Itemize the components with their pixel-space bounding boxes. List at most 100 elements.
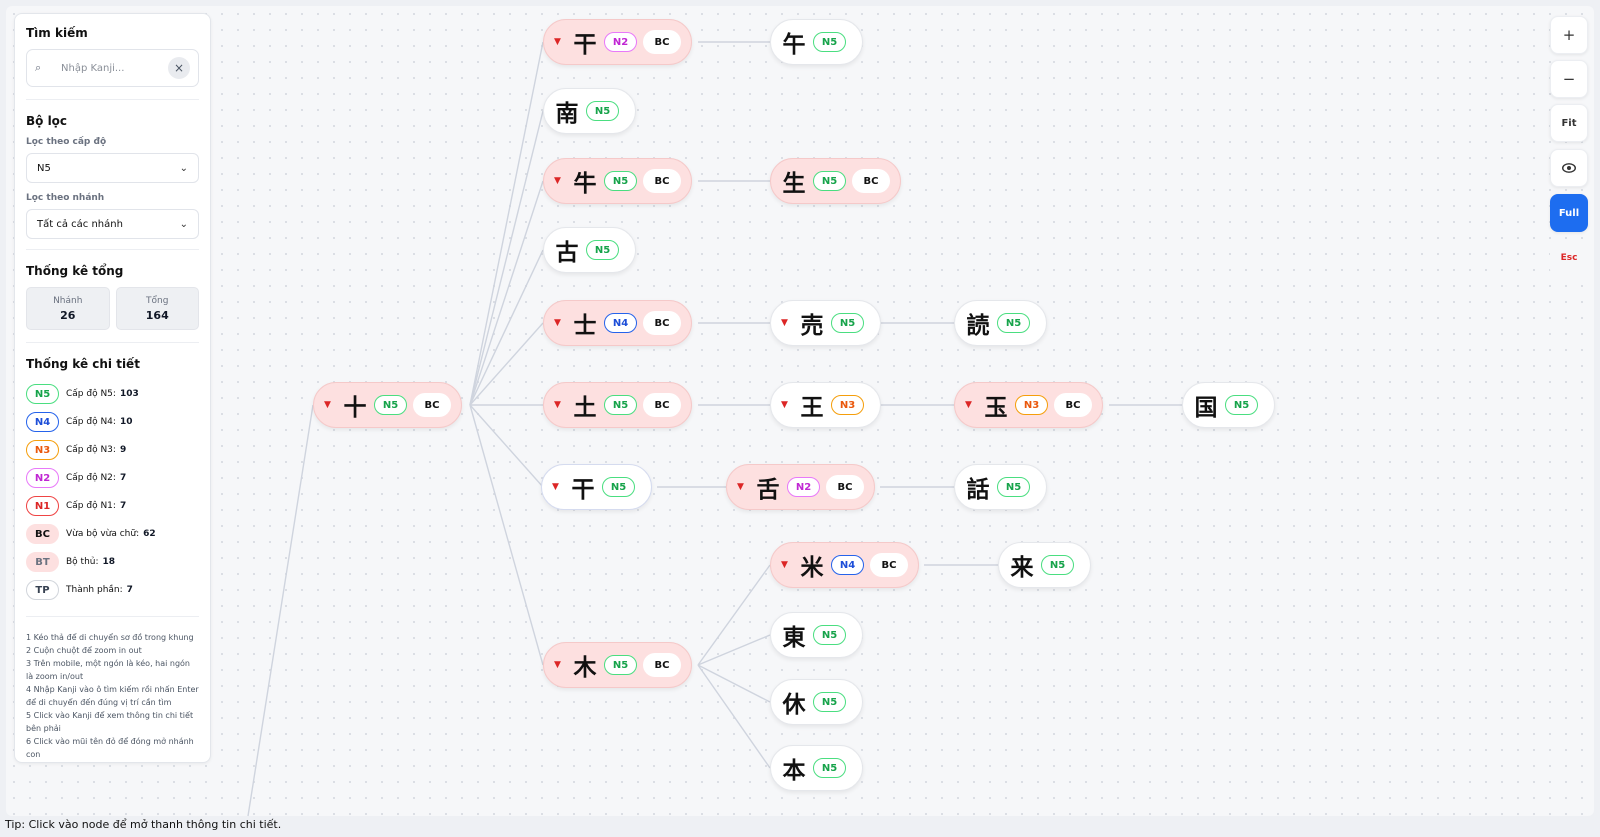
branch-filter-select[interactable]: Tất cả các nhánh ⌄ (26, 209, 199, 239)
kanji-char: 干 (571, 477, 595, 503)
bc-badge: BC (643, 169, 681, 193)
toggle-branch-icon[interactable]: ▼ (781, 400, 788, 410)
bc-badge: BC (826, 475, 864, 499)
level-badge: N5 (374, 395, 407, 415)
toggle-branch-icon[interactable]: ▼ (781, 560, 788, 570)
kanji-char: 土 (573, 395, 597, 421)
level-badge: N5 (997, 313, 1030, 333)
bc-badge: BC (643, 653, 681, 677)
toggle-branch-icon[interactable]: ▼ (324, 400, 331, 410)
detail-value: 18 (102, 557, 116, 567)
level-badge: N5 (997, 477, 1030, 497)
level-badge: N5 (831, 313, 864, 333)
level-badge: N2 (787, 477, 820, 497)
kanji-node[interactable]: 休 N5 (770, 679, 863, 725)
filter-title: Bộ lọc (26, 114, 68, 128)
kanji-char: 玉 (984, 395, 1008, 421)
toggle-branch-icon[interactable]: ▼ (554, 176, 561, 186)
toggle-branch-icon[interactable]: ▼ (781, 318, 788, 328)
divider (26, 249, 199, 250)
toggle-branch-icon[interactable]: ▼ (965, 400, 972, 410)
level-badge: N5 (1225, 395, 1258, 415)
sidebar: Tìm kiếm ⌕ × Bộ lọc Lọc theo cấp độ N5 ⌄… (14, 13, 211, 763)
kanji-char: 読 (966, 313, 990, 339)
kanji-char: 午 (782, 32, 806, 58)
toggle-branch-icon[interactable]: ▼ (554, 400, 561, 410)
bc-badge: BC (870, 553, 908, 577)
toggle-branch-icon[interactable]: ▼ (552, 482, 559, 492)
toggle-branch-icon[interactable]: ▼ (554, 37, 561, 47)
fit-button[interactable]: Fit (1550, 104, 1588, 142)
fullscreen-button[interactable]: Full (1550, 194, 1588, 232)
tip-line: 3 Trên mobile, một ngón là kéo, hai ngón… (26, 659, 191, 681)
level-badge: N5 (586, 101, 619, 121)
level-badge: N4 (26, 412, 59, 432)
divider (26, 342, 199, 343)
tip-text: Tip: Click vào node để mở thanh thông ti… (5, 818, 282, 831)
toggle-branch-icon[interactable]: ▼ (554, 660, 561, 670)
detail-value: 7 (126, 585, 133, 595)
level-badge: N5 (813, 758, 846, 778)
totals-title: Thống kê tổng (26, 264, 124, 278)
level-badge: N5 (604, 171, 637, 191)
level-badge: N5 (586, 240, 619, 260)
detail-label: Thành phần: (66, 585, 123, 595)
clear-search-button[interactable]: × (168, 57, 190, 79)
level-badge: N4 (604, 313, 637, 333)
detail-value: 7 (119, 473, 127, 483)
detail-label: Vừa bộ vừa chữ: (66, 529, 140, 539)
branches-value: 26 (60, 308, 76, 322)
kanji-node[interactable]: ▼ 牛 N5 BC (543, 158, 692, 204)
kanji-char: 休 (782, 692, 806, 718)
toggle-branch-icon[interactable]: ▼ (737, 482, 744, 492)
toggle-branch-icon[interactable]: ▼ (554, 318, 561, 328)
kanji-char: 牛 (573, 171, 597, 197)
total-stat: Tổng 164 (115, 287, 199, 330)
kanji-char: 十 (343, 395, 367, 421)
detail-label: Cấp độ N1: (66, 501, 116, 511)
view-toggle-button[interactable] (1550, 149, 1588, 187)
kanji-node[interactable]: 読 N5 (954, 300, 1047, 346)
bc-badge: BC (852, 169, 890, 193)
level-filter-select[interactable]: N5 ⌄ (26, 153, 199, 183)
zoom-out-button[interactable]: − (1550, 60, 1588, 98)
totals-grid: Nhánh 26 Tổng 164 (26, 287, 199, 330)
kanji-char: 生 (782, 171, 806, 197)
divider (26, 616, 199, 617)
search-input[interactable] (59, 61, 168, 75)
level-badge: N5 (813, 692, 846, 712)
chevron-down-icon: ⌄ (179, 218, 188, 230)
branches-stat: Nhánh 26 (26, 287, 110, 330)
zoom-in-button[interactable]: + (1550, 16, 1588, 54)
detail-label: Bộ thủ: (66, 557, 99, 567)
exit-fullscreen-button[interactable]: Esc (1550, 239, 1588, 277)
branch-filter-label: Lọc theo nhánh (26, 193, 105, 203)
bc-badge: BC (643, 393, 681, 417)
detail-value: 10 (119, 417, 133, 427)
total-value: 164 (145, 308, 169, 322)
level-badge: BT (26, 552, 59, 572)
